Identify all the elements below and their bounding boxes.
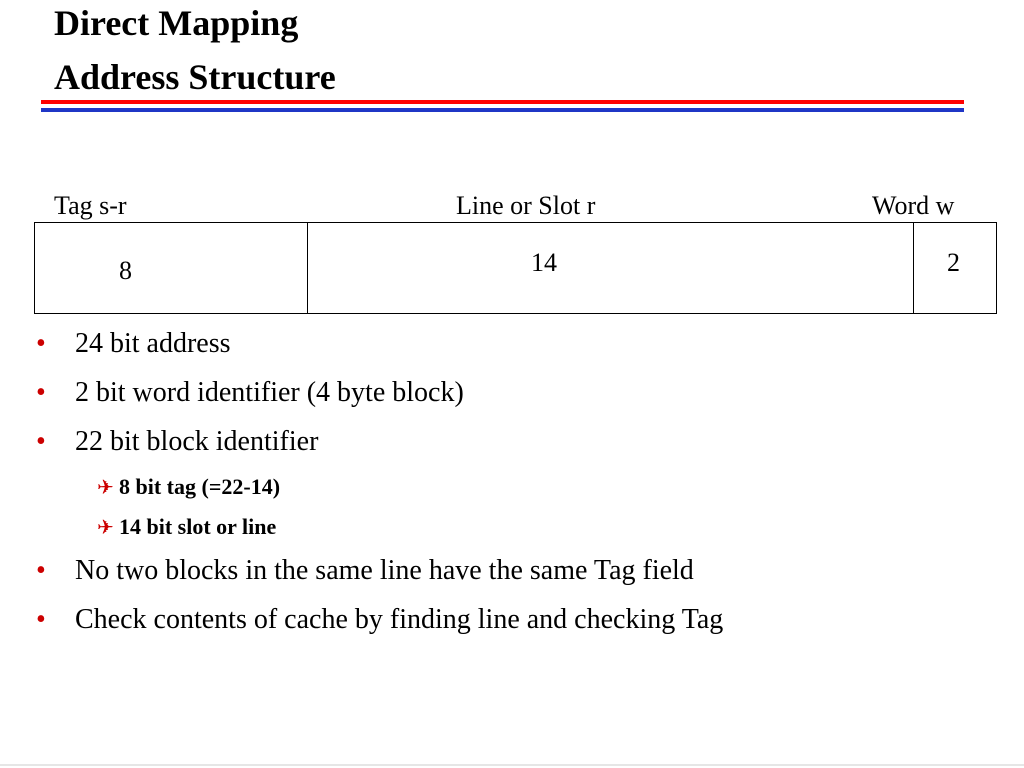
bullet-text: 2 bit word identifier (4 byte block) — [75, 377, 464, 408]
title-line-2: Address Structure — [54, 57, 336, 97]
bullet-item: • Check contents of cache by finding lin… — [36, 600, 723, 640]
airplane-arrow-icon: ✈ — [97, 515, 114, 539]
bullet-text: No two blocks in the same line have the … — [75, 555, 694, 586]
bullet-dot-icon: • — [36, 328, 46, 359]
tag-field-label: Tag s-r — [54, 191, 127, 220]
bullet-dot-icon: • — [36, 426, 46, 457]
tag-field-value: 8 — [119, 256, 132, 285]
sub-bullet-item: ✈ 14 bit slot or line — [36, 511, 723, 543]
bullet-item: • 22 bit block identifier — [36, 422, 723, 462]
bullet-dot-icon: • — [36, 555, 46, 586]
bullet-dot-icon: • — [36, 604, 46, 635]
bullet-text: 22 bit block identifier — [75, 426, 319, 457]
bullet-text: 24 bit address — [75, 328, 231, 359]
line-field-value: 14 — [531, 248, 557, 277]
address-structure-box: 8 14 2 — [34, 222, 997, 314]
bullet-dot-icon: • — [36, 377, 46, 408]
sub-bullet-item: ✈ 8 bit tag (=22-14) — [36, 471, 723, 503]
sub-bullet-text: 14 bit slot or line — [119, 514, 277, 539]
line-field-label: Line or Slot r — [456, 191, 596, 220]
bullet-item: • 2 bit word identifier (4 byte block) — [36, 373, 723, 413]
bullet-item: • 24 bit address — [36, 324, 723, 364]
title-line-1: Direct Mapping — [54, 3, 299, 43]
slide-title: Direct Mapping Address Structure — [54, 0, 336, 104]
bullet-list: • 24 bit address • 2 bit word identifier… — [36, 324, 723, 649]
bullet-text: Check contents of cache by finding line … — [75, 604, 724, 635]
footer-rule — [0, 764, 1024, 766]
line-word-divider — [913, 223, 914, 313]
word-field-value: 2 — [947, 248, 960, 277]
bullet-item: • No two blocks in the same line have th… — [36, 551, 723, 591]
airplane-arrow-icon: ✈ — [97, 475, 114, 499]
title-rule-red — [41, 100, 964, 104]
sub-bullet-text: 8 bit tag (=22-14) — [119, 474, 281, 499]
word-field-label: Word w — [872, 191, 955, 220]
tag-line-divider — [307, 223, 308, 313]
title-rule-blue — [41, 108, 964, 112]
